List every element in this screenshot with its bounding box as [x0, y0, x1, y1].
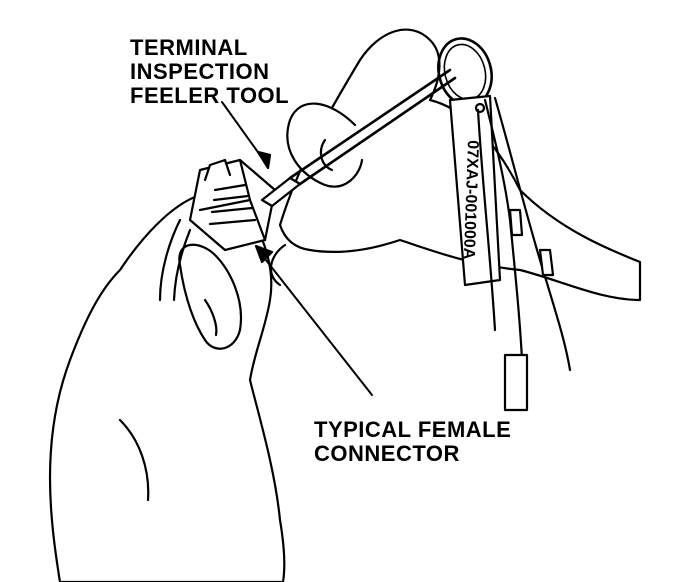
tool-label-line-3: FEELER TOOL [130, 83, 290, 108]
female-connector [158, 158, 277, 302]
tool-wires [476, 96, 572, 412]
leader-arrow-connector [254, 244, 274, 264]
connector-label-line-1: TYPICAL FEMALE [314, 417, 512, 442]
feeler-tool [260, 68, 457, 208]
leader-line-connector [261, 254, 373, 396]
tool-label: TERMINAL INSPECTION FEELER TOOL [130, 36, 289, 108]
tag-text: 07XAJ-001000A [460, 140, 481, 260]
tool-label-line-1: TERMINAL [130, 35, 248, 60]
connector-label: TYPICAL FEMALE CONNECTOR [314, 418, 511, 466]
tool-label-line-2: INSPECTION [130, 59, 270, 84]
connector-label-line-2: CONNECTOR [314, 441, 460, 466]
left-hand [48, 192, 286, 582]
leader-arrow-tool [256, 150, 272, 170]
